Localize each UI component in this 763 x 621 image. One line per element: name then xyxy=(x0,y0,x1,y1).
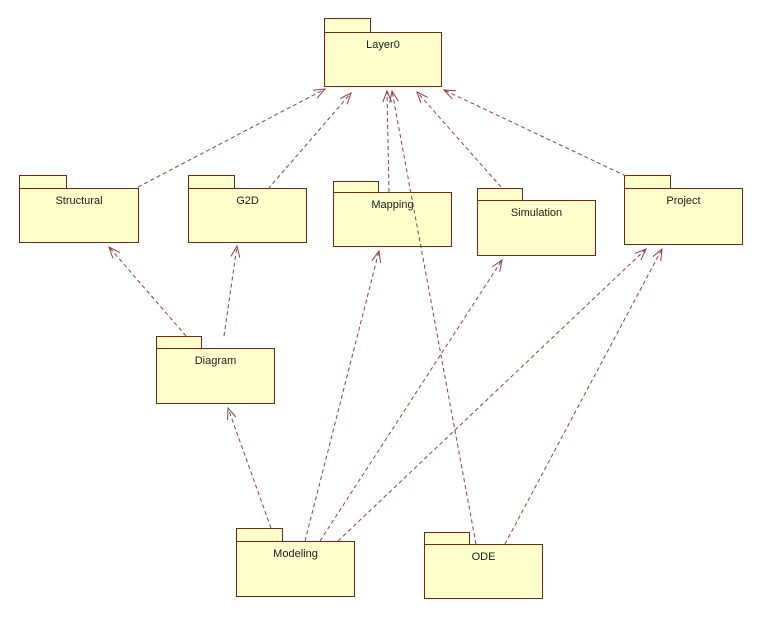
arrowhead-icon xyxy=(634,248,647,261)
arrowhead-icon xyxy=(230,244,241,258)
dependency-edge-modeling-to-diagram[interactable] xyxy=(227,406,272,529)
dependency-edge-structural-to-layer0[interactable] xyxy=(137,88,327,188)
package-body[interactable]: G2D xyxy=(188,188,307,243)
dependency-edge-g2d-to-layer0[interactable] xyxy=(267,91,352,190)
package-body[interactable]: Modeling xyxy=(236,541,355,597)
package-name-label: Simulation xyxy=(510,207,563,219)
arrowhead-icon xyxy=(491,258,503,272)
dependency-edge-diagram-to-structural[interactable] xyxy=(108,245,187,337)
arrowhead-icon xyxy=(416,90,428,104)
dependency-edge-simulation-to-layer0[interactable] xyxy=(416,90,502,188)
package-name-label: Structural xyxy=(55,195,103,207)
package-name-label: Layer0 xyxy=(366,39,400,51)
package-name-label: Project xyxy=(666,195,701,207)
package-body[interactable]: Diagram xyxy=(156,348,275,404)
arrowhead-icon xyxy=(371,249,382,263)
arrowhead-icon xyxy=(442,89,457,100)
dependency-edge-modeling-to-mapping[interactable] xyxy=(304,249,382,542)
package-name-label: Mapping xyxy=(371,199,414,211)
arrowhead-icon xyxy=(340,91,352,105)
dependency-edge-diagram-to-g2d[interactable] xyxy=(223,244,241,337)
package-body[interactable]: ODE xyxy=(424,544,543,599)
dependency-edge-ode-to-project[interactable] xyxy=(504,247,663,545)
package-body[interactable]: Project xyxy=(624,188,743,245)
arrowhead-icon xyxy=(313,88,327,99)
dependency-edge-modeling-to-simulation[interactable] xyxy=(319,258,503,542)
package-body[interactable]: Layer0 xyxy=(324,32,442,87)
dependency-edge-modeling-to-project[interactable] xyxy=(337,248,647,542)
arrowhead-icon xyxy=(652,247,663,261)
package-body[interactable]: Simulation xyxy=(477,200,596,256)
package-body[interactable]: Mapping xyxy=(333,192,452,247)
dependency-edge-project-to-layer0[interactable] xyxy=(442,89,627,177)
package-name-label: ODE xyxy=(471,551,496,563)
arrowhead-icon xyxy=(389,89,399,103)
dependency-edge-mapping-to-layer0[interactable] xyxy=(382,89,393,193)
dependency-edge-ode-to-layer0[interactable] xyxy=(389,89,477,545)
package-name-label: Modeling xyxy=(273,548,318,560)
arrowhead-icon xyxy=(227,406,237,421)
arrowhead-icon xyxy=(108,245,120,259)
package-name-label: Diagram xyxy=(194,355,237,367)
package-name-label: G2D xyxy=(236,195,259,207)
package-body[interactable]: Structural xyxy=(19,188,139,243)
